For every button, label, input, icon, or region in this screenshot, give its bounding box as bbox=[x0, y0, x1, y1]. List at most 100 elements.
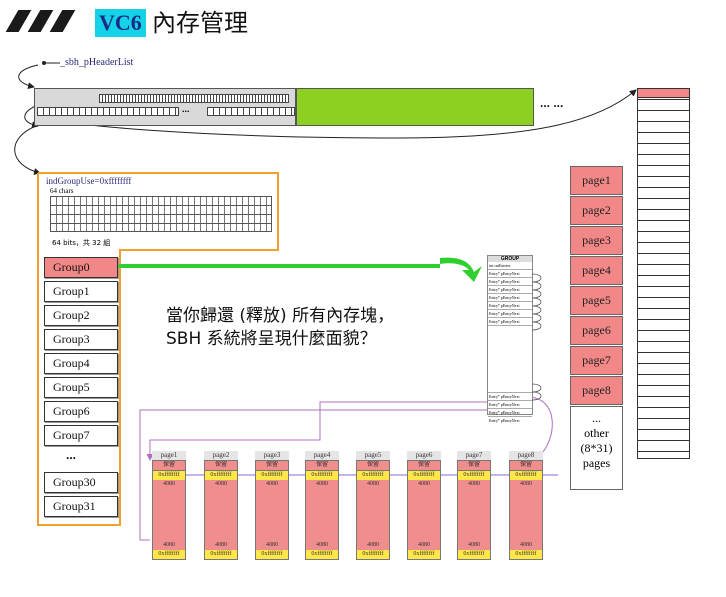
group-item: Group6 bbox=[44, 401, 118, 422]
page-title: 內存管理 bbox=[152, 9, 248, 37]
bottom-page-label: page2 bbox=[204, 451, 238, 460]
header-region: ... bbox=[34, 88, 296, 126]
group-struct-entry: Entry* pEntryNext bbox=[488, 294, 532, 302]
header-bitmap-left bbox=[37, 107, 179, 116]
header-continue-dots: ... ... bbox=[540, 96, 564, 110]
group-item: Group5 bbox=[44, 377, 118, 398]
bottom-page-size: 4080 bbox=[205, 480, 237, 489]
group-struct-entry: Entry* pEntryNext bbox=[488, 310, 532, 318]
group-struct-count: int cntEntries bbox=[488, 262, 532, 270]
bottom-page-label: page1 bbox=[152, 451, 186, 460]
bottom-page-size: 4080 bbox=[306, 480, 338, 489]
bottom-page-reserved: 保留 bbox=[256, 461, 288, 471]
bottom-page-size: 4080 bbox=[306, 541, 338, 550]
bottom-page-marker: 0xffffffff bbox=[458, 550, 490, 559]
bottom-page-size: 4080 bbox=[458, 480, 490, 489]
group-ellipsis: ... bbox=[66, 448, 77, 462]
group-item: Group30 bbox=[44, 472, 118, 493]
bottom-page-size: 4080 bbox=[510, 480, 542, 489]
group-struct-entry: Entry* pEntryNext bbox=[488, 270, 532, 278]
group-struct-entry: Entry* pEntryNext bbox=[488, 409, 532, 417]
bottom-page-marker: 0xffffffff bbox=[205, 550, 237, 559]
bottom-page-size: 4080 bbox=[408, 541, 440, 550]
other-pages-line: other bbox=[584, 426, 609, 440]
side-page: page5 bbox=[570, 286, 623, 315]
bottom-page-size: 4080 bbox=[408, 480, 440, 489]
group-struct-title: GROUP bbox=[488, 256, 532, 262]
bottom-page-marker: 0xffffffff bbox=[153, 550, 185, 559]
group-struct-entry: Entry* pEntryNext bbox=[488, 286, 532, 294]
side-page: page2 bbox=[570, 196, 623, 225]
bottom-page-label: page7 bbox=[457, 451, 491, 460]
bottom-page-marker: 0xffffffff bbox=[306, 550, 338, 559]
index-bitmap bbox=[50, 196, 272, 232]
other-pages-line: ... bbox=[592, 411, 601, 425]
bottom-page-size: 4080 bbox=[256, 480, 288, 489]
other-pages-line: pages bbox=[582, 456, 611, 470]
group-struct-entry: Entry* pEntryNext bbox=[488, 278, 532, 286]
bottom-page-reserved: 保留 bbox=[408, 461, 440, 471]
group-item: Group3 bbox=[44, 329, 118, 350]
other-pages: ... other (8*31) pages bbox=[570, 406, 623, 490]
bits-label: 64 bits，共 32 組 bbox=[52, 239, 111, 247]
question-text: 當你歸還 (釋放) 所有內存塊， SBH 系統將呈現什麼面貌？ bbox=[166, 305, 394, 351]
title-highlight: VC6 bbox=[95, 9, 146, 37]
side-page: page6 bbox=[570, 316, 623, 345]
group-struct-entry: Entry* pEntryNext bbox=[489, 418, 520, 423]
bottom-page-size: 4080 bbox=[458, 541, 490, 550]
bottom-page-marker: 0xffffffff bbox=[458, 471, 490, 480]
bottom-page-reserved: 保留 bbox=[205, 461, 237, 471]
bottom-page-marker: 0xffffffff bbox=[306, 471, 338, 480]
bottom-page-size: 4080 bbox=[205, 541, 237, 550]
group-struct-gap bbox=[488, 326, 532, 393]
group-item: Group4 bbox=[44, 353, 118, 374]
chars-label: 64 chars bbox=[50, 187, 74, 195]
header-bitmap-top bbox=[99, 94, 289, 103]
bottom-page-label: page4 bbox=[305, 451, 339, 460]
side-page: page8 bbox=[570, 376, 623, 405]
region-array-column bbox=[637, 88, 690, 459]
header-list-label: _sbh_pHeaderList bbox=[60, 57, 134, 68]
bottom-page-reserved: 保留 bbox=[153, 461, 185, 471]
bottom-page-marker: 0xffffffff bbox=[256, 471, 288, 480]
bottom-page-label: page5 bbox=[356, 451, 390, 460]
side-page: page4 bbox=[570, 256, 623, 285]
bottom-page-size: 4080 bbox=[510, 541, 542, 550]
other-pages-line: (8*31) bbox=[580, 441, 613, 455]
bottom-page-size: 4080 bbox=[153, 480, 185, 489]
bottom-page-label: page6 bbox=[407, 451, 441, 460]
bottom-page-label: page3 bbox=[255, 451, 289, 460]
group-item: Group31 bbox=[44, 496, 118, 517]
group-item: Group2 bbox=[44, 305, 118, 326]
bottom-page-marker: 0xffffffff bbox=[357, 550, 389, 559]
group-struct-entry: Entry* pEntryNext bbox=[488, 401, 532, 409]
bottom-page-marker: 0xffffffff bbox=[408, 471, 440, 480]
side-page: page1 bbox=[570, 166, 623, 195]
bottom-page-reserved: 保留 bbox=[357, 461, 389, 471]
group-item: Group1 bbox=[44, 281, 118, 302]
bottom-page-size: 4080 bbox=[256, 541, 288, 550]
group-struct-entry: Entry* pEntryNext bbox=[488, 318, 532, 326]
group-struct-entry: Entry* pEntryNext bbox=[488, 393, 532, 401]
header-bitmap-right bbox=[207, 107, 295, 116]
side-page: page7 bbox=[570, 346, 623, 375]
bottom-page-reserved: 保留 bbox=[306, 461, 338, 471]
bottom-page-marker: 0xffffffff bbox=[256, 550, 288, 559]
header-green-block bbox=[296, 88, 534, 126]
region-array-first-cell bbox=[637, 88, 690, 98]
question-line: SBH 系統將呈現什麼面貌？ bbox=[166, 329, 377, 349]
